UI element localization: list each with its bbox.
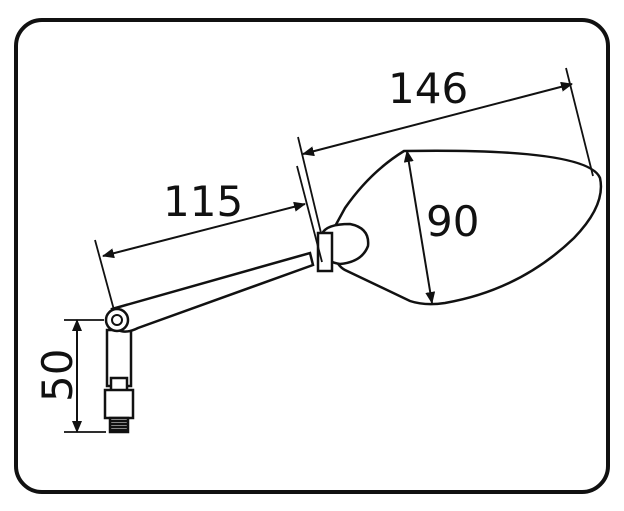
dimension-line-90 bbox=[403, 150, 436, 304]
label-90: 90 bbox=[426, 197, 479, 246]
dimension-line-146 bbox=[302, 81, 573, 157]
label-146: 146 bbox=[388, 64, 468, 113]
mounting-stem bbox=[103, 328, 135, 434]
label-50: 50 bbox=[33, 349, 82, 402]
dimension-line-115 bbox=[102, 201, 306, 259]
mirror-arm bbox=[110, 251, 315, 333]
drawing-frame bbox=[14, 18, 610, 494]
label-115: 115 bbox=[163, 177, 243, 226]
ball-joint bbox=[104, 307, 130, 333]
